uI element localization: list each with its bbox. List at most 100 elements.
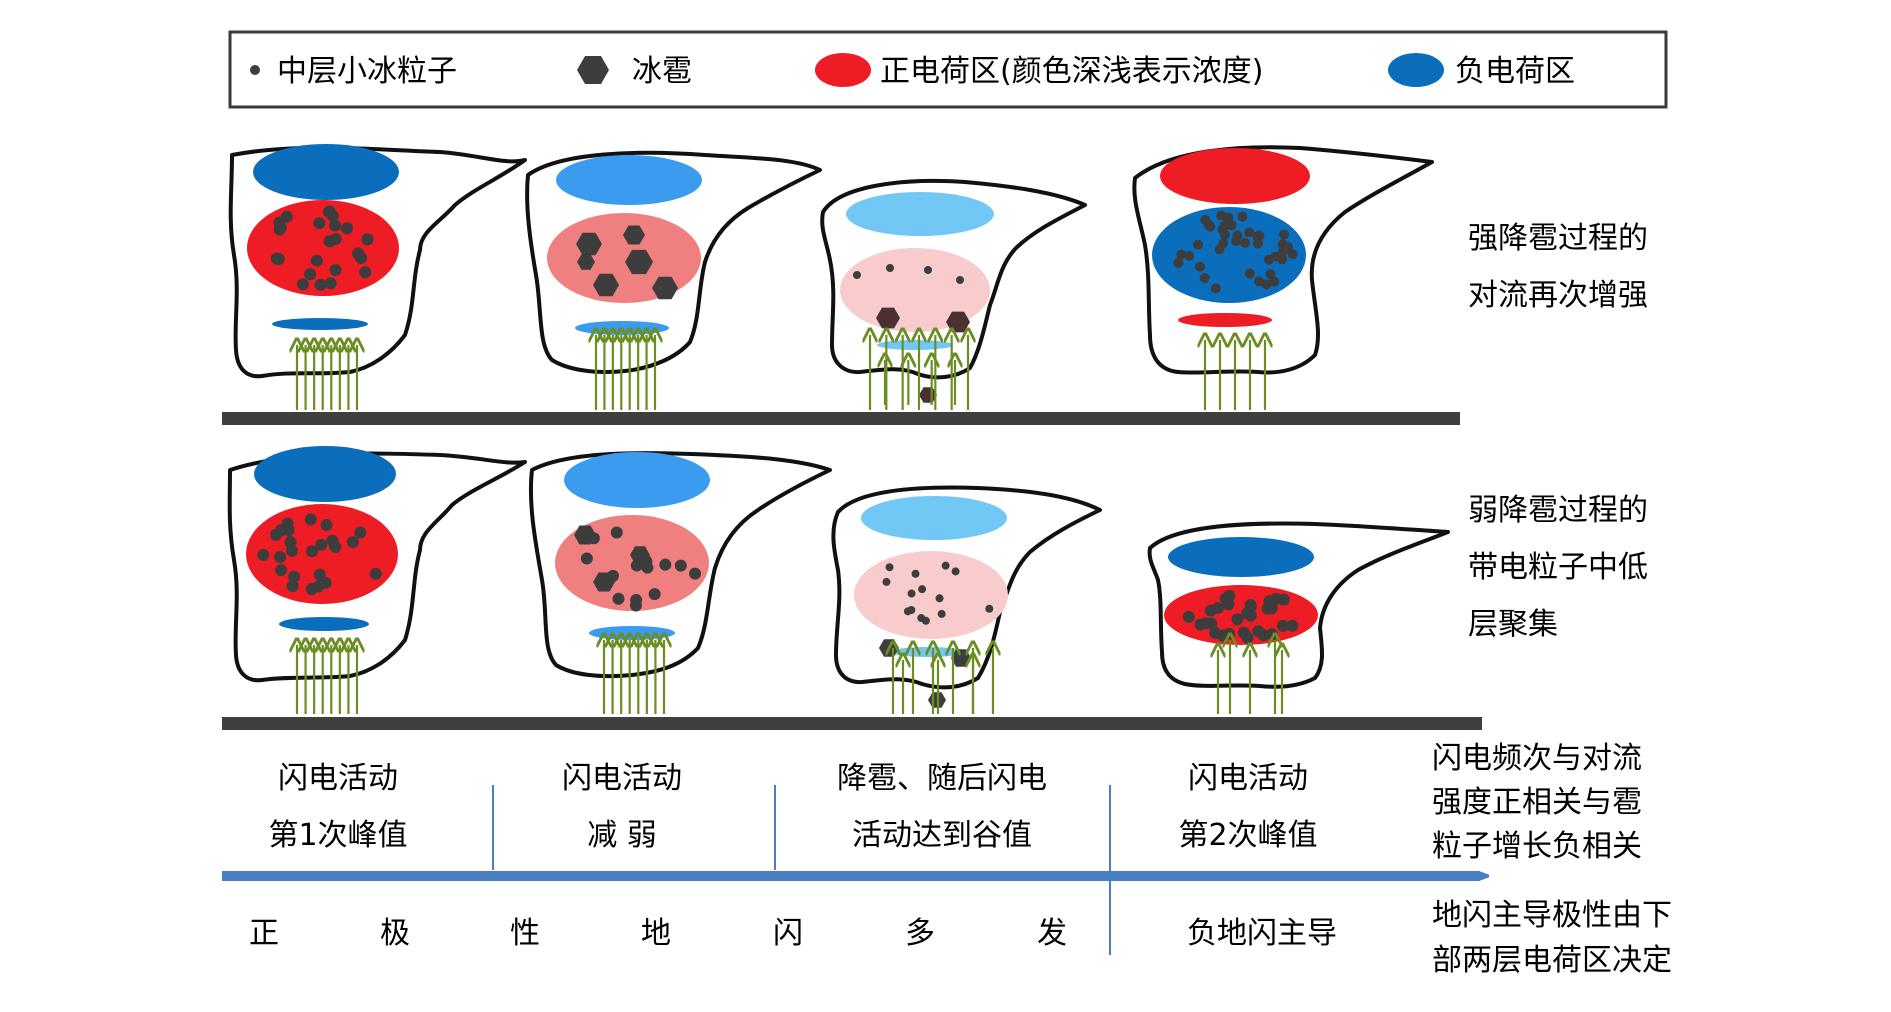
ice-particle: [907, 605, 916, 614]
ice-particle: [1194, 261, 1205, 272]
lower-negative-charge: [589, 626, 675, 640]
hail-particle: [630, 546, 650, 564]
ice-particle: [1231, 613, 1244, 626]
row-note-line: 层聚集: [1468, 607, 1558, 642]
ice-particle: [315, 538, 328, 551]
stage-1-line-2: 第1次峰值: [268, 818, 407, 853]
ice-particle: [1231, 235, 1242, 246]
weak-hail-row: [222, 446, 1482, 730]
ice-particle: [1192, 239, 1203, 250]
ice-particle: [1241, 607, 1254, 620]
ice-particle: [355, 251, 368, 264]
stage-note-line: 粒子增长负相关: [1432, 829, 1642, 864]
ice-particle: [1205, 221, 1216, 232]
ice-particle: [304, 513, 317, 526]
polarity-char: 正: [249, 916, 279, 951]
ice-particle: [1210, 283, 1221, 294]
ice-particle: [306, 545, 319, 558]
ice-particle: [956, 276, 964, 284]
ice-particle: [1199, 272, 1210, 283]
negative-charge-region: [846, 192, 994, 236]
lower-negative-charge: [272, 318, 368, 330]
ice-particle: [1286, 619, 1299, 632]
ground-line: [222, 412, 1460, 425]
ice-particle: [1194, 618, 1207, 631]
ice-particle: [911, 569, 920, 578]
stage-4-line-2: 第2次峰值: [1178, 818, 1317, 853]
ice-particle: [314, 278, 327, 291]
polarity-char: 多: [905, 916, 935, 951]
ice-particle: [274, 221, 287, 234]
stage-2-line-1: 闪电活动: [562, 761, 682, 796]
ice-particle: [937, 609, 946, 618]
hail-particle: [625, 249, 653, 275]
stage-note: 闪电频次与对流 强度正相关与雹 粒子增长负相关: [1432, 741, 1642, 864]
ice-particle: [275, 524, 288, 537]
row-note-strong: 强降雹过程的 对流再次增强: [1468, 221, 1648, 313]
negative-charge-region: [564, 452, 710, 508]
negative-charge-region: [1152, 207, 1306, 303]
stage-3-line-2: 活动达到谷值: [852, 818, 1032, 853]
ice-particle: [275, 564, 288, 577]
strong-hail-row: [222, 144, 1460, 425]
ice-particle: [885, 563, 894, 572]
hail-particle: [946, 311, 970, 333]
cloud-stage-4-strong: [1132, 145, 1434, 375]
cloud-stage-1-weak: [227, 446, 527, 683]
polarity-note-line: 地闪主导极性由下: [1432, 898, 1672, 933]
negative-charge-region: [556, 155, 702, 205]
ice-particle: [1216, 210, 1227, 221]
ice-particle: [1240, 237, 1251, 248]
ice-particle: [907, 589, 916, 598]
hail-particle: [876, 307, 900, 329]
ice-particle: [1263, 254, 1274, 265]
ice-particle: [1214, 244, 1225, 255]
ice-particle: [1244, 227, 1255, 238]
hail-particle: [577, 254, 595, 270]
ice-particle: [288, 570, 301, 583]
row-note-line: 弱降雹过程的: [1468, 493, 1648, 528]
ice-particle: [1252, 625, 1265, 638]
polarity-char: 极: [380, 916, 410, 951]
ice-particle: [1261, 602, 1274, 615]
ice-particle: [257, 548, 270, 561]
legend-hail: 冰雹: [632, 54, 692, 89]
lower-negative-charge: [575, 321, 669, 335]
ice-particle: [689, 567, 702, 580]
hail-particle: [574, 525, 596, 545]
ice-particle: [346, 536, 359, 549]
ice-particle: [580, 552, 593, 565]
hail-particle: [623, 225, 645, 245]
legend-negative: 负电荷区: [1455, 54, 1575, 89]
ice-particle: [924, 266, 932, 274]
ice-particle: [313, 568, 326, 581]
polarity-char: 性: [510, 916, 540, 951]
positive-charge-region: [854, 551, 1008, 639]
stage-note-line: 闪电频次与对流: [1432, 741, 1642, 776]
row-note-weak: 弱降雹过程的 带电粒子中低 层聚集: [1468, 493, 1648, 642]
ice-particle: [361, 233, 374, 246]
row-note-line: 对流再次增强: [1468, 278, 1648, 313]
negative-charge-region: [861, 496, 1007, 540]
negative-charge-region: [253, 144, 399, 200]
stage-1-line-1: 闪电活动: [278, 761, 398, 796]
ice-particle: [1270, 592, 1283, 605]
ice-particle: [369, 567, 382, 580]
cloud-stage-4-weak: [1147, 521, 1450, 689]
ice-particle: [648, 588, 661, 601]
ice-particle: [274, 550, 287, 563]
ice-particle: [341, 222, 354, 235]
negative-charge-region: [1168, 537, 1314, 577]
ice-particle: [1287, 249, 1298, 260]
ice-particle: [1279, 229, 1290, 240]
ice-particle: [272, 252, 285, 265]
ice-particle: [921, 616, 930, 625]
ice-particle: [1237, 626, 1250, 639]
ice-particle: [354, 526, 367, 539]
ice-particle: [329, 219, 342, 232]
positive-charge-region: [547, 213, 701, 303]
hail-particle: [593, 273, 619, 297]
stage-4-line-1: 闪电活动: [1188, 761, 1308, 796]
polarity-char: 闪: [773, 916, 803, 951]
